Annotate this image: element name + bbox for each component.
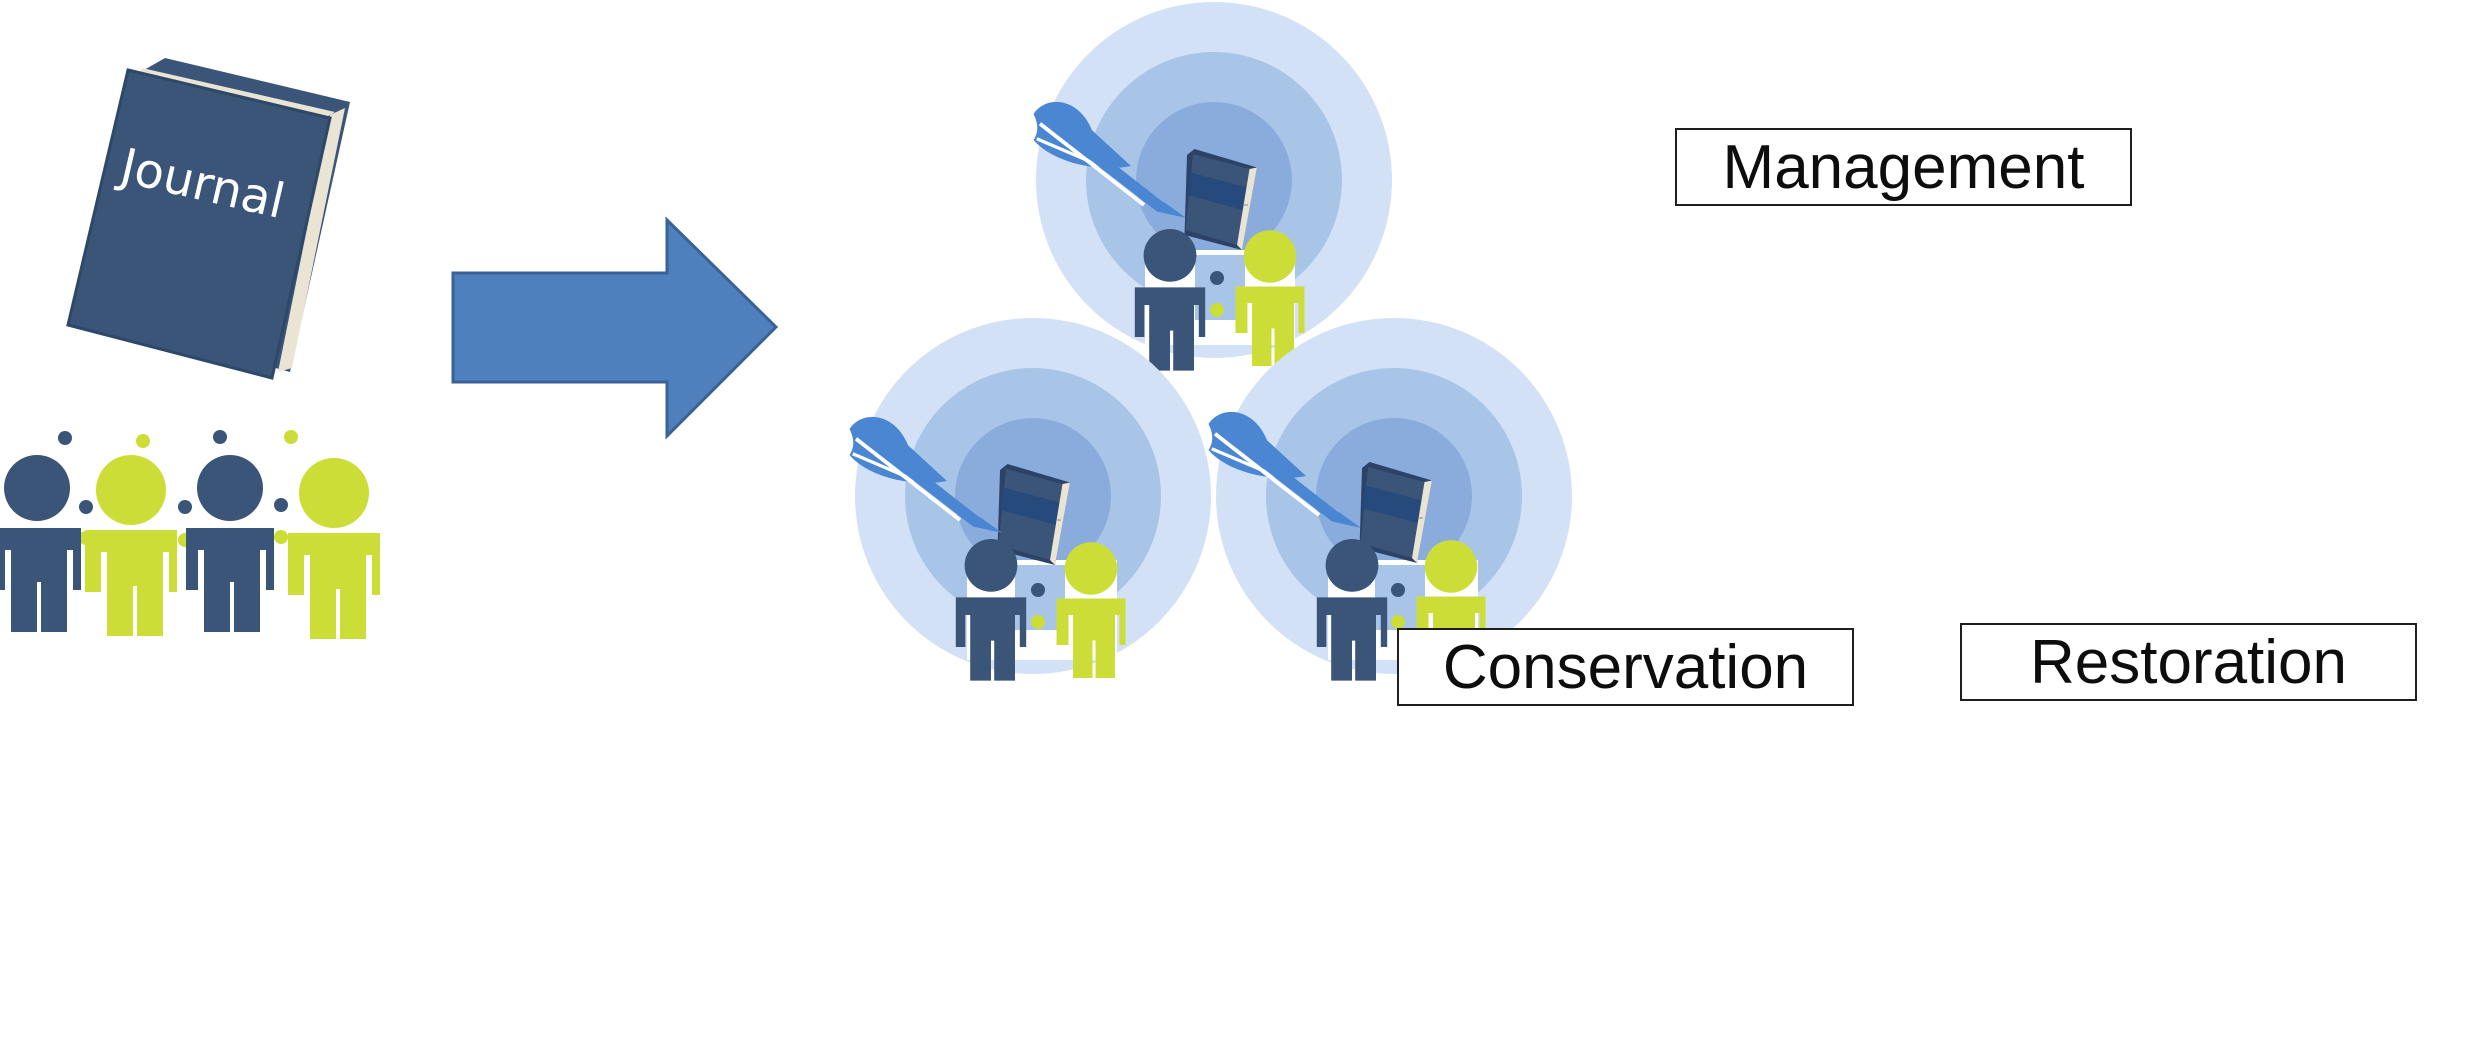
label-management: Management [1675,128,2132,206]
label-restoration: Restoration [1960,623,2417,701]
label-conservation: Conservation [1397,628,1854,706]
journal-book-icon [66,58,350,380]
people-group-icon [0,430,380,639]
target-management [1031,2,1392,371]
target-restoration [1206,318,1572,681]
target-conservation [847,318,1211,681]
arrow-right-icon [451,216,779,440]
